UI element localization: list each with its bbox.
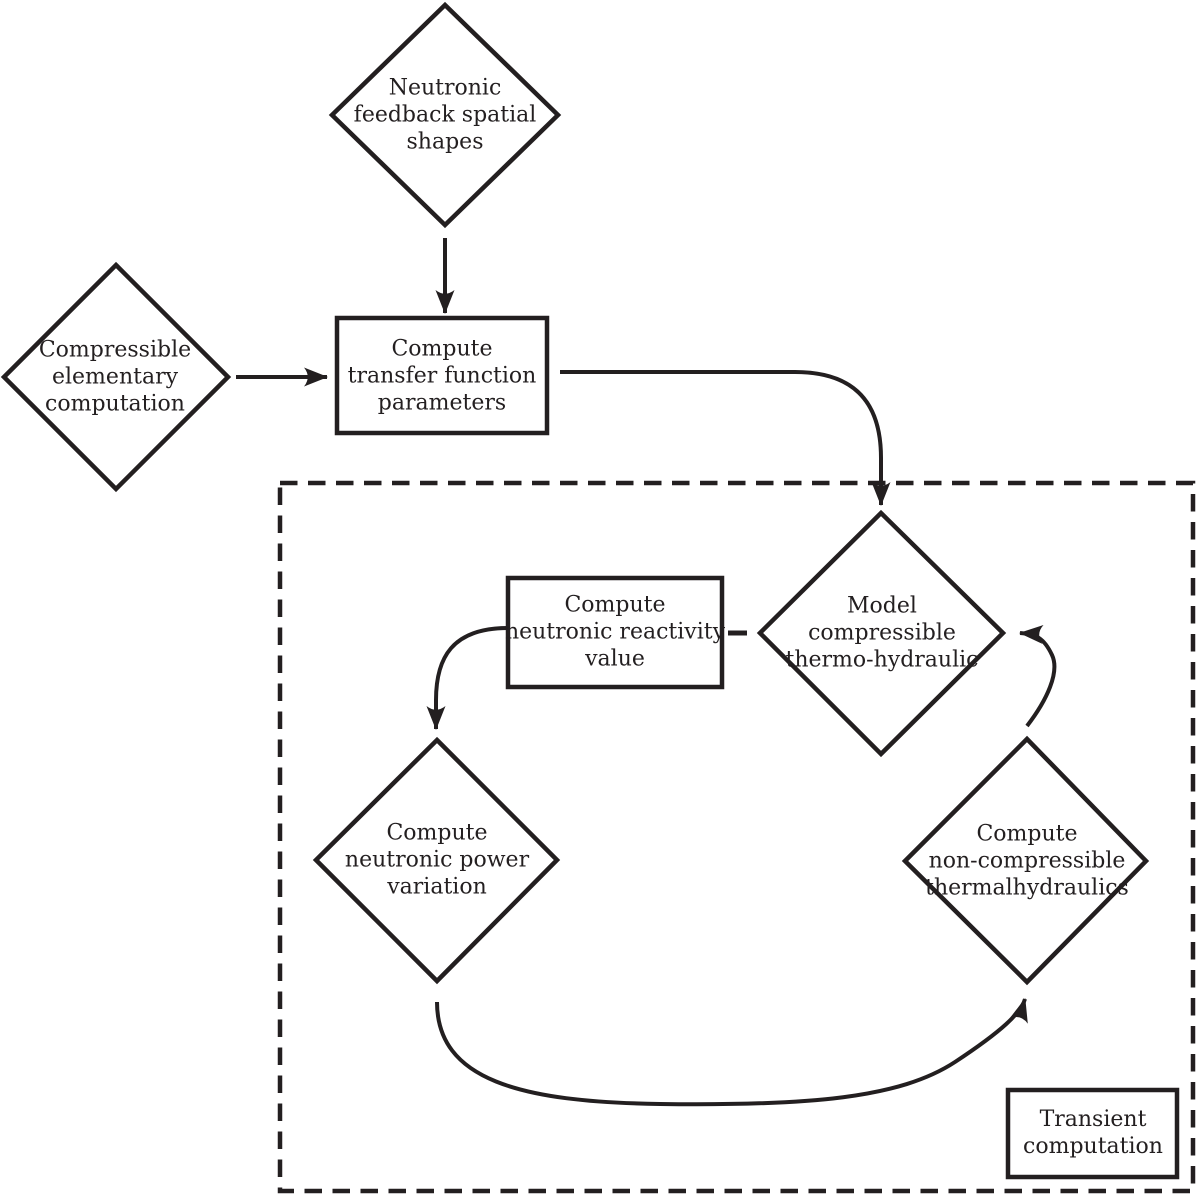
neutronic-feedback-diamond [328,1,562,229]
arrow-transfer-function-to-model-compressible [560,370,891,506]
transient-computation-rect [1005,1087,1180,1180]
transfer-function-rect [334,315,550,436]
arrow-non-compressible-to-model-compressible [1019,624,1057,728]
model-compressible-diamond [756,509,1007,758]
neutronic-reactivity-rect [505,575,725,690]
transient-computation-dashed-container [277,480,1196,1194]
arrow-neutronic-reactivity-to-neutronic-power [426,626,509,730]
neutronic-power-diamond [312,736,561,985]
compressible-elementary-diamond [0,261,232,493]
non-compressible-diamond [901,735,1150,986]
arrow-neutronic-power-to-non-compressible [435,998,1028,1107]
